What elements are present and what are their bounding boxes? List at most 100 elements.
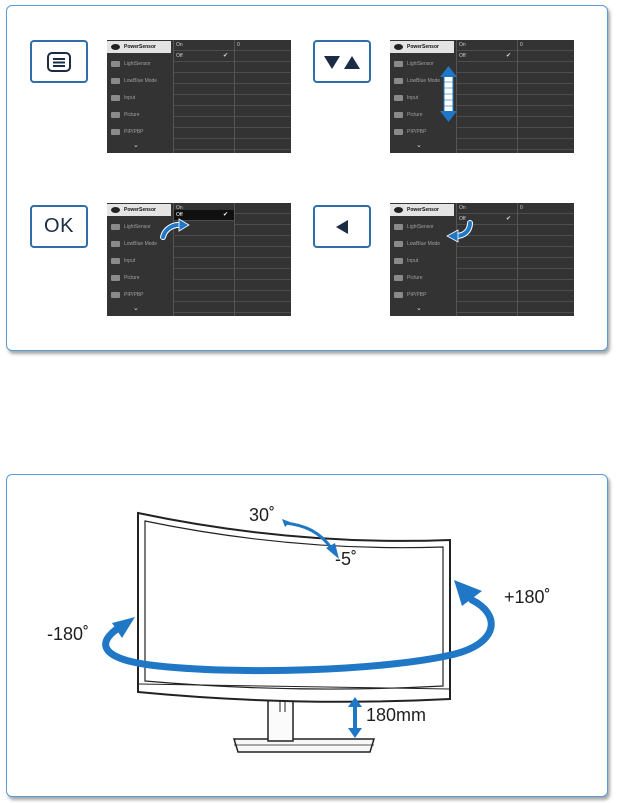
- tilt-down-label: -5˚: [335, 549, 357, 569]
- option-off[interactable]: Off✔: [457, 214, 517, 225]
- chevron-down-icon: ⌄: [133, 142, 139, 149]
- menu-item-lightsensor[interactable]: LightSensor: [107, 221, 171, 233]
- curved-arrow-right-icon: [160, 218, 190, 240]
- lightsensor-icon: [394, 61, 403, 67]
- eye-icon: [111, 207, 120, 213]
- up-down-arrow-icon: [440, 66, 457, 122]
- menu-item-lowblue[interactable]: LowBlue Mode: [107, 75, 171, 87]
- menu-item-lightsensor[interactable]: LightSensor: [390, 221, 454, 233]
- lowblue-eye-icon: [394, 241, 403, 247]
- osd-menu: PowerSensor LightSensor LowBlue Mode Inp…: [390, 203, 456, 316]
- lightsensor-icon: [394, 224, 403, 230]
- option-off[interactable]: Off✔: [457, 51, 517, 62]
- chevron-down-icon: ⌄: [416, 142, 422, 149]
- menu-item-input[interactable]: Input: [390, 255, 454, 267]
- options-column: On Off✔: [457, 203, 517, 316]
- eye-icon: [394, 207, 403, 213]
- swivel-left-label: -180˚: [47, 624, 90, 644]
- input-icon: [111, 258, 120, 264]
- eye-icon: [394, 44, 403, 50]
- menu-item-pip[interactable]: PIP/PBP: [390, 126, 454, 138]
- option-on[interactable]: On: [457, 203, 517, 214]
- menu-item-powersensor[interactable]: PowerSensor: [107, 204, 171, 216]
- value-column: [235, 203, 291, 316]
- check-icon: ✔: [222, 53, 228, 59]
- ok-label: OK: [44, 215, 74, 237]
- menu-item-picture[interactable]: Picture: [390, 109, 454, 121]
- tilt-arrow: [284, 521, 334, 550]
- pip-icon: [111, 292, 120, 298]
- up-down-triangle-icon: [324, 55, 360, 69]
- monitor-frame: [137, 511, 451, 703]
- osd-menu: PowerSensor LightSensor LowBlue Mode Inp…: [107, 40, 173, 153]
- option-off-selected[interactable]: Off✔: [174, 210, 234, 221]
- swivel-arrowhead-right: [454, 580, 482, 606]
- menu-item-powersensor[interactable]: PowerSensor: [390, 41, 454, 53]
- check-icon: ✔: [505, 53, 511, 59]
- menu-item-pip[interactable]: PIP/PBP: [107, 289, 171, 301]
- menu-item-picture[interactable]: Picture: [107, 109, 171, 121]
- tilt-up-label: 30˚: [249, 505, 276, 525]
- lightsensor-icon: [111, 61, 120, 67]
- osd-screen-4: PowerSensor LightSensor LowBlue Mode Inp…: [390, 203, 574, 316]
- swivel-arrow: [102, 596, 495, 675]
- osd-menu: PowerSensor LightSensor LowBlue Mode Inp…: [107, 203, 173, 316]
- ok-button[interactable]: OK: [30, 205, 88, 248]
- monitor-screen: [144, 520, 444, 690]
- menu-item-input[interactable]: Input: [107, 92, 171, 104]
- lowblue-eye-icon: [111, 78, 120, 84]
- lowblue-eye-icon: [111, 241, 120, 247]
- menu-item-input[interactable]: Input: [107, 255, 171, 267]
- left-button[interactable]: [313, 205, 371, 248]
- value-display: 0: [518, 203, 574, 214]
- chevron-down-icon: ⌄: [416, 305, 422, 312]
- pip-icon: [394, 292, 403, 298]
- check-icon: ✔: [222, 212, 228, 218]
- input-icon: [394, 95, 403, 101]
- picture-icon: [394, 275, 403, 281]
- pip-icon: [394, 129, 403, 135]
- value-column: 0: [235, 40, 291, 153]
- menu-item-powersensor[interactable]: PowerSensor: [390, 204, 454, 216]
- left-triangle-icon: [336, 219, 348, 234]
- menu-item-picture[interactable]: Picture: [107, 272, 171, 284]
- osd-screen-1: PowerSensor LightSensor LowBlue Mode Inp…: [107, 40, 291, 153]
- osd-screen-3: PowerSensor LightSensor LowBlue Mode Inp…: [107, 203, 291, 316]
- menu-icon: [47, 51, 71, 72]
- menu-item-lowblue[interactable]: LowBlue Mode: [390, 238, 454, 250]
- menu-item-pip[interactable]: PIP/PBP: [390, 289, 454, 301]
- swivel-arrowhead-left: [112, 617, 135, 638]
- option-off[interactable]: Off✔: [174, 51, 234, 62]
- menu-item-pip[interactable]: PIP/PBP: [107, 126, 171, 138]
- menu-item-powersensor[interactable]: PowerSensor: [107, 41, 171, 53]
- menu-item-lightsensor[interactable]: LightSensor: [107, 58, 171, 70]
- menu-item-lowblue[interactable]: LowBlue Mode: [107, 238, 171, 250]
- osd-screen-2: PowerSensor LightSensor LowBlue Mode Inp…: [390, 40, 574, 153]
- eye-icon: [111, 44, 120, 50]
- picture-icon: [111, 112, 120, 118]
- up-down-button[interactable]: [313, 40, 371, 83]
- option-on[interactable]: On: [457, 40, 517, 51]
- value-display: 0: [518, 40, 574, 51]
- menu-item-input[interactable]: Input: [390, 92, 454, 104]
- pip-icon: [111, 129, 120, 135]
- stand-base: [232, 738, 376, 753]
- menu-item-lowblue[interactable]: LowBlue Mode: [390, 75, 454, 87]
- input-icon: [111, 95, 120, 101]
- swivel-right-label: +180˚: [504, 587, 551, 607]
- options-column: On Off✔: [457, 40, 517, 153]
- curved-arrow-left-icon: [446, 220, 473, 243]
- value-display: 0: [235, 40, 291, 51]
- menu-item-picture[interactable]: Picture: [390, 272, 454, 284]
- height-label: 180mm: [366, 705, 427, 725]
- options-column: On Off✔: [174, 203, 234, 316]
- menu-button[interactable]: [30, 40, 88, 83]
- option-on[interactable]: On: [174, 40, 234, 51]
- picture-icon: [111, 275, 120, 281]
- picture-icon: [394, 112, 403, 118]
- check-icon: ✔: [505, 216, 511, 222]
- value-column: 0: [518, 40, 574, 153]
- menu-item-lightsensor[interactable]: LightSensor: [390, 58, 454, 70]
- options-column: On Off✔: [174, 40, 234, 153]
